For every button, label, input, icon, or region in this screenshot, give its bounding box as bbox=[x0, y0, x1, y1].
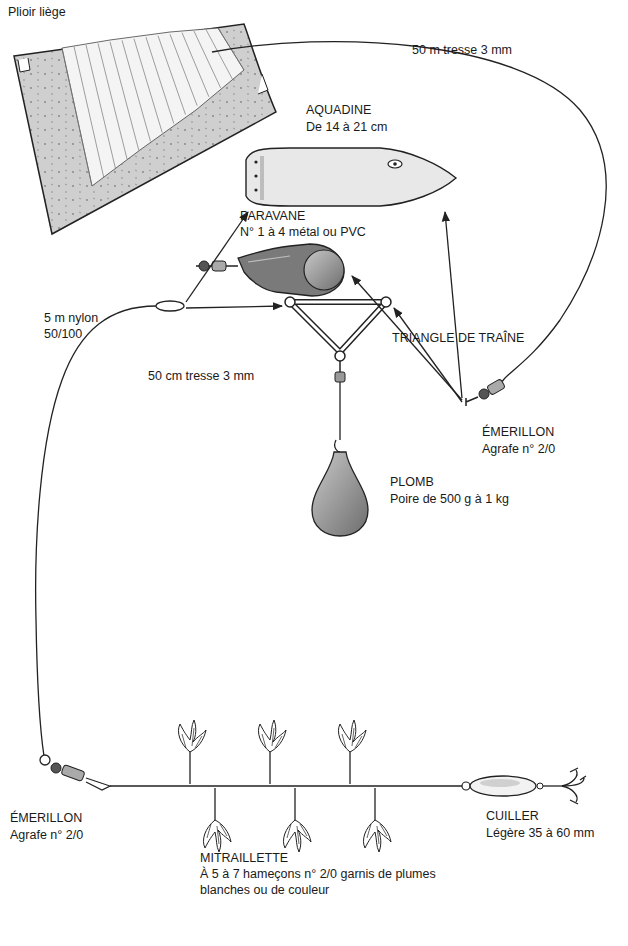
right-swivel bbox=[466, 378, 505, 406]
left-swivel bbox=[40, 755, 110, 790]
paravane bbox=[196, 244, 344, 296]
line-spec: 50 m tresse 3 mm bbox=[412, 42, 512, 58]
part-name: AQUADINE bbox=[306, 102, 371, 118]
feather-rig bbox=[110, 720, 462, 852]
cork-winder bbox=[14, 24, 276, 234]
part-spec: À 5 à 7 hameçons n° 2/0 garnis de plumes… bbox=[200, 866, 468, 898]
part-name: Plioir liège bbox=[8, 4, 66, 20]
part-spec: Légère 35 à 60 mm bbox=[486, 825, 594, 841]
part-spec: Agrafe n° 2/0 bbox=[482, 441, 555, 457]
line-spec: 5 m nylon bbox=[44, 310, 98, 326]
part-name: CUILLER bbox=[486, 808, 539, 824]
part-spec: De 14 à 21 cm bbox=[306, 119, 387, 135]
trolling-triangle bbox=[285, 297, 391, 440]
spoon-lure bbox=[462, 768, 586, 804]
lead-weight bbox=[312, 440, 368, 536]
part-name: PLOMB bbox=[390, 474, 434, 490]
part-name: ÉMERILLON bbox=[482, 424, 554, 440]
part-name: PARAVANE bbox=[240, 208, 305, 224]
part-spec: Agrafe n° 2/0 bbox=[10, 827, 83, 843]
line-spec: 50 cm tresse 3 mm bbox=[148, 368, 254, 384]
braid-line bbox=[212, 42, 606, 378]
part-name: TRIANGLE DE TRAÎNE bbox=[392, 330, 524, 346]
part-spec: N° 1 à 4 métal ou PVC bbox=[240, 224, 366, 240]
part-name: MITRAILLETTE bbox=[200, 850, 288, 866]
part-name: ÉMERILLON bbox=[10, 810, 82, 826]
aquadine bbox=[246, 148, 456, 206]
line-spec: 50/100 bbox=[44, 326, 82, 342]
part-spec: Poire de 500 g à 1 kg bbox=[390, 491, 509, 507]
